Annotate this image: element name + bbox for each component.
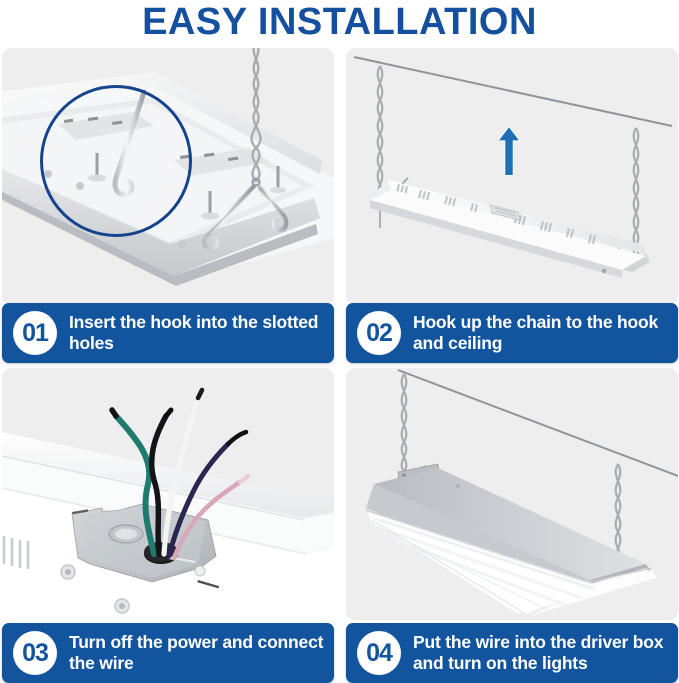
step-caption-01: 01 Insert the hook into the slotted hole… [2, 303, 334, 363]
step-number-badge: 03 [13, 631, 57, 675]
chain-right [632, 127, 640, 263]
illuminated-fixture-photo [346, 368, 678, 620]
wire-bundle [109, 387, 251, 561]
black-wire [148, 413, 169, 557]
step-caption-02: 02 Hook up the chain to the hook and cei… [346, 303, 678, 363]
step-caption-04: 04 Put the wire into the driver box and … [346, 623, 678, 683]
chain-left [400, 373, 408, 473]
step-card-02: 02 Hook up the chain to the hook and cei… [346, 48, 678, 363]
lit-fixture-illustration [346, 368, 678, 620]
wiring-illustration [2, 368, 334, 620]
step-number-badge: 02 [357, 311, 401, 355]
step-caption-text: Insert the hook into the slotted holes [69, 312, 319, 353]
step-caption-text: Put the wire into the driver box and tur… [413, 632, 664, 673]
green-wire [113, 413, 157, 557]
white-wire [161, 395, 201, 557]
step-card-01: 01 Insert the hook into the slotted hole… [2, 48, 334, 363]
page-title: EASY INSTALLATION [142, 1, 537, 43]
hanging-fixture-illustration [346, 48, 678, 305]
purple-wire [166, 441, 231, 559]
ceiling-line [397, 369, 678, 477]
step-caption-text: Hook up the chain to the hook and ceilin… [413, 312, 659, 353]
step-number-badge: 01 [13, 311, 57, 355]
step-number-badge: 04 [357, 631, 401, 675]
step-caption-03: 03 Turn off the power and connect the wi… [2, 623, 334, 683]
junction-box-wires-photo [2, 368, 334, 620]
step-card-03: 03 Turn off the power and connect the wi… [2, 368, 334, 683]
fixture-housing [374, 468, 646, 580]
steps-grid: 01 Insert the hook into the slotted hole… [0, 48, 679, 683]
step-card-04: 04 Put the wire into the driver box and … [346, 368, 678, 683]
fixture-back-with-hooks-photo [2, 48, 334, 305]
highlight-circle [40, 85, 192, 237]
step-caption-text: Turn off the power and connect the wire [69, 632, 324, 673]
pink-wire [171, 479, 243, 561]
fixture-hanging-from-chains-photo [346, 48, 678, 305]
ceiling-line [353, 56, 673, 127]
up-arrow-icon [498, 126, 522, 177]
chain-right [614, 463, 622, 565]
